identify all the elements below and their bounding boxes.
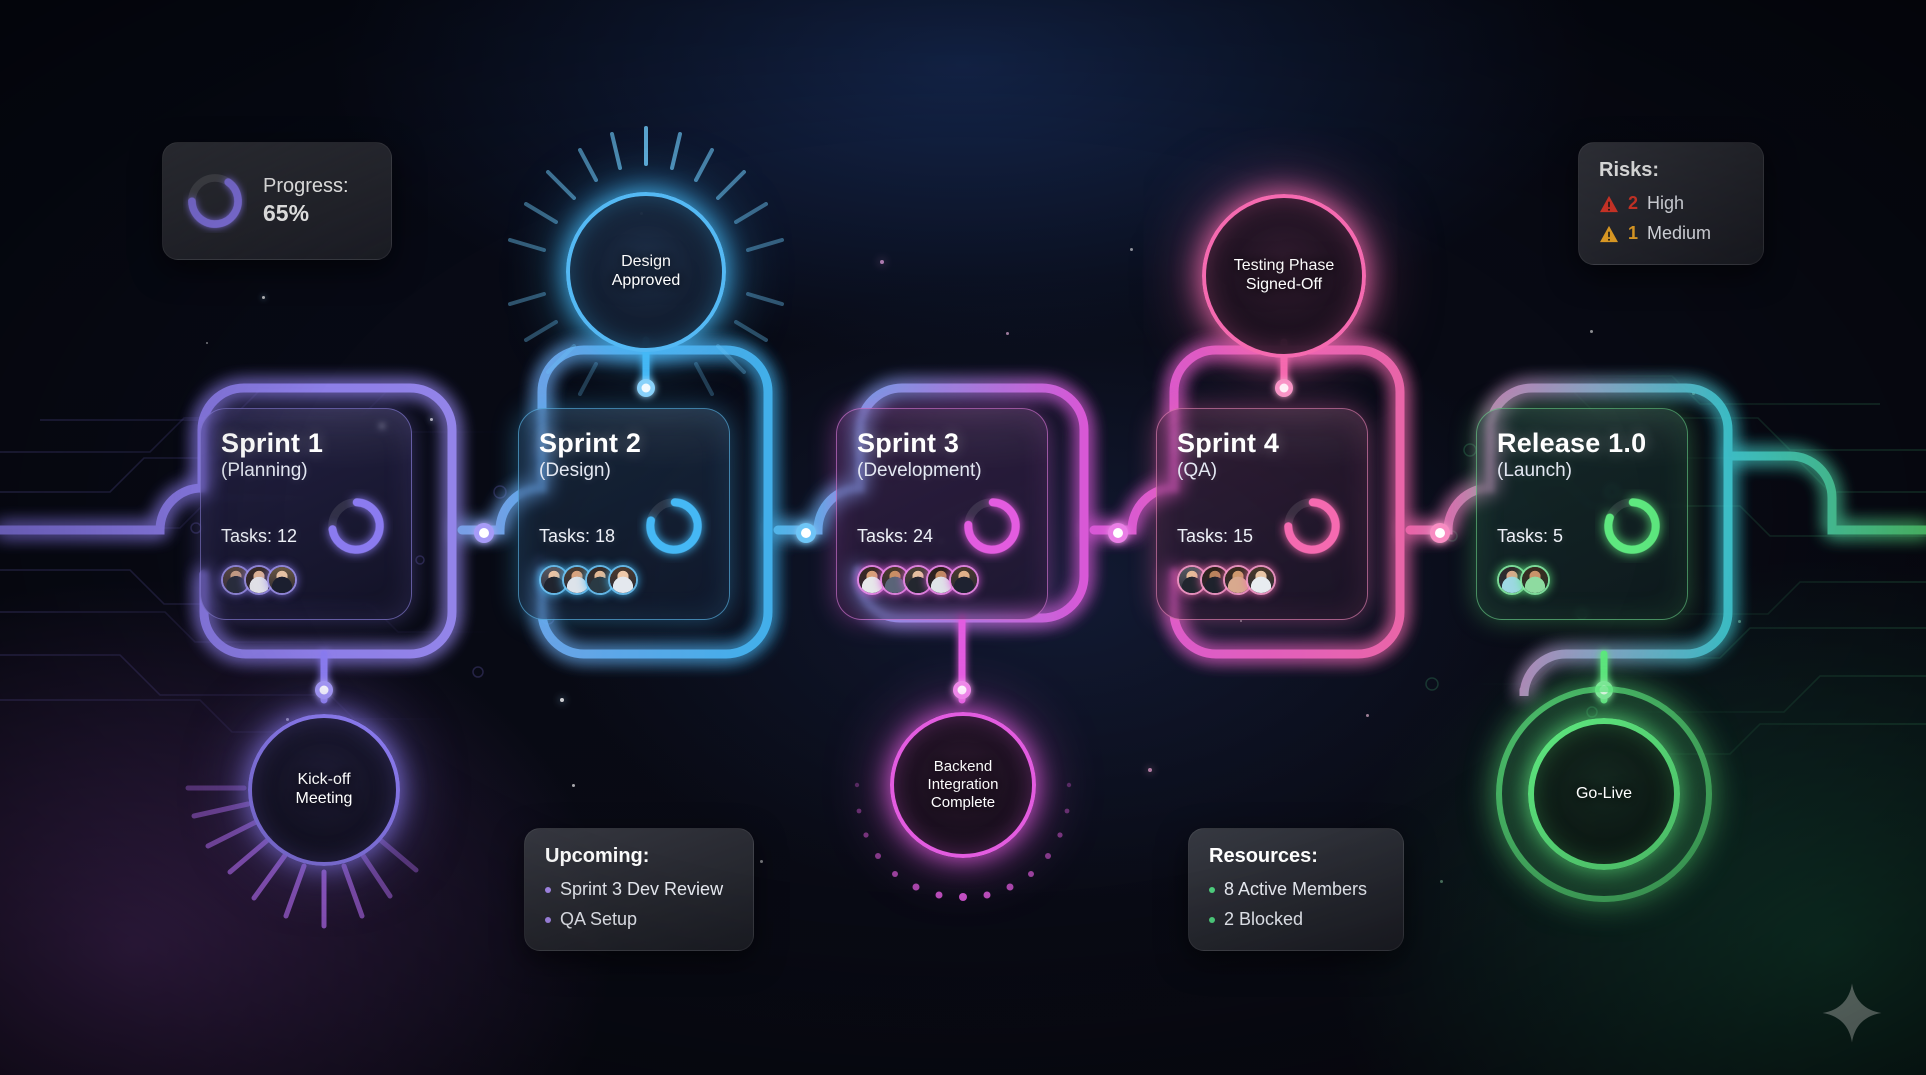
milestone-label: Go-Live	[1575, 784, 1633, 802]
milestone-label: Design Approved	[611, 253, 681, 289]
milestone-label: Backend Integration Complete	[927, 758, 999, 811]
milestone-label: Kick-off Meeting	[295, 771, 353, 807]
milestone-label: Testing Phase Signed-Off	[1233, 257, 1335, 293]
